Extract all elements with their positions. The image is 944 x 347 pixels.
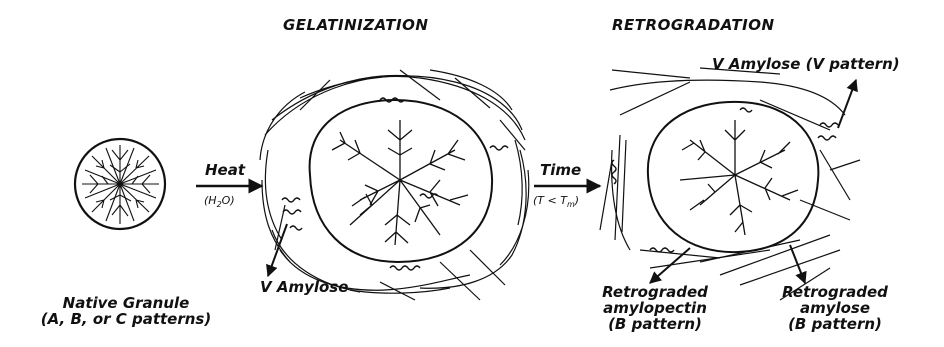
native-granule-line2: (A, B, or C patterns) xyxy=(36,312,216,328)
native-branches xyxy=(82,145,159,224)
retro-amylose-label: Retrograded amylose (B pattern) xyxy=(770,285,900,332)
gelatinization-title: GELATINIZATION xyxy=(283,18,428,34)
native-granule xyxy=(75,139,165,229)
retro-amylose-arrow xyxy=(790,245,805,283)
retrogradation-title: RETROGRADATION xyxy=(612,18,775,34)
retro-amylopectin-label: Retrograded amylopectin (B pattern) xyxy=(590,285,720,332)
heat-label: Heat xyxy=(205,163,245,179)
v-pattern-arrow xyxy=(838,80,856,128)
retro-amylopectin-line3: (B pattern) xyxy=(590,317,720,333)
gelatinized-granule xyxy=(260,70,529,300)
retrograded-granule xyxy=(600,68,860,300)
v-amylose-label: V Amylose xyxy=(260,280,348,296)
heat-sublabel: (H2O) xyxy=(204,195,235,210)
native-granule-label: Native Granule (A, B, or C patterns) xyxy=(36,296,216,328)
time-label: Time xyxy=(540,163,581,179)
gel-branches xyxy=(332,120,468,245)
retro-amylose-line3: (B pattern) xyxy=(770,317,900,333)
time-sublabel: (T < Tm) xyxy=(533,195,579,210)
v-amylose-pattern-label: V Amylose (V pattern) xyxy=(712,57,900,73)
retro-branches xyxy=(680,120,798,235)
